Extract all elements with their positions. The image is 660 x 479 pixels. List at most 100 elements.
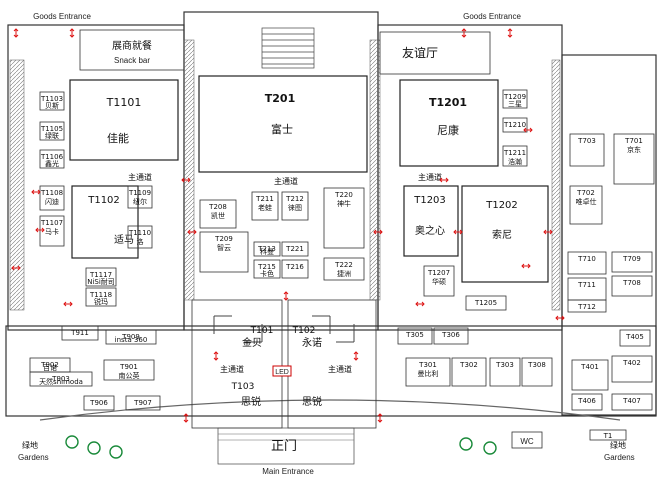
booth-t907[interactable]: T907 bbox=[125, 395, 161, 411]
booth-t712[interactable]: T712 bbox=[567, 299, 607, 313]
hall-code: T102 bbox=[292, 326, 316, 336]
booth-t305[interactable]: T305 bbox=[397, 327, 433, 345]
flow-arrow-icon bbox=[507, 28, 513, 38]
booth-name: 三星 bbox=[508, 100, 522, 108]
garden-left: 绿地 Gardens bbox=[18, 435, 123, 462]
flow-arrow-icon bbox=[523, 127, 533, 133]
flow-arrow-icon bbox=[183, 413, 189, 423]
booth-outline bbox=[589, 429, 627, 441]
booth-code: T1106 bbox=[40, 153, 64, 161]
booth-t708[interactable]: T708 bbox=[611, 275, 653, 297]
aisles: 主通道 主通道 主通道 主通道 主通道 bbox=[128, 172, 442, 374]
booth-outline bbox=[611, 251, 653, 273]
booth-t401[interactable]: T401 bbox=[571, 359, 609, 391]
hall-t1202[interactable] bbox=[461, 185, 549, 283]
booth-name: 天然shimoda bbox=[39, 377, 83, 386]
booth-t710[interactable]: T710 bbox=[567, 251, 607, 275]
booth-code: T208 bbox=[208, 203, 227, 211]
flow-arrow-icon bbox=[555, 315, 565, 321]
booth-name: 锐玛 bbox=[94, 297, 108, 306]
flow-arrow-icon bbox=[461, 28, 467, 38]
hall-t1201[interactable] bbox=[399, 79, 499, 167]
booth-outline bbox=[571, 393, 603, 411]
friendship-hall: 友谊厅 bbox=[402, 45, 438, 60]
booth-t306[interactable]: T306 bbox=[433, 327, 469, 345]
main-entrance-cn: 正门 bbox=[271, 439, 297, 454]
hall-name: 金贝 bbox=[242, 336, 262, 349]
hall-name: 索尼 bbox=[492, 228, 512, 241]
booth-t216[interactable]: T216 bbox=[281, 259, 309, 279]
hall-t1101[interactable] bbox=[69, 79, 179, 161]
booth-outline bbox=[199, 231, 249, 273]
booth-code: T1107 bbox=[40, 219, 63, 227]
hall-t201[interactable] bbox=[198, 75, 368, 173]
aisle-label: 主通道 bbox=[328, 364, 352, 374]
booth-outline bbox=[489, 357, 521, 387]
booth-t308[interactable]: T308 bbox=[521, 357, 553, 387]
booth-code: T402 bbox=[622, 359, 641, 367]
booth-outline bbox=[423, 265, 455, 297]
booth-t1[interactable]: T1 bbox=[589, 429, 627, 441]
booth-code: T405 bbox=[625, 333, 644, 341]
flow-arrow-icon bbox=[353, 351, 359, 361]
booth-t703[interactable]: T703 bbox=[569, 133, 605, 167]
snack-bar-en: Snack bar bbox=[114, 56, 150, 65]
hall-code: T1101 bbox=[106, 96, 142, 109]
booth-t1210[interactable]: T1210 bbox=[502, 117, 528, 133]
booth-t405[interactable]: T405 bbox=[619, 329, 651, 347]
booth-t407[interactable]: T407 bbox=[611, 393, 653, 411]
booth-name: 唯卓仕 bbox=[576, 197, 597, 206]
booth-outline bbox=[611, 355, 653, 383]
booth-t303[interactable]: T303 bbox=[489, 357, 521, 387]
hall-t1203[interactable] bbox=[403, 185, 459, 257]
booth-code: T1110 bbox=[128, 229, 151, 237]
booth-t711[interactable]: T711 bbox=[567, 277, 607, 301]
booth-t1205[interactable]: T1205 bbox=[465, 295, 507, 311]
flow-arrow-icon bbox=[377, 413, 383, 423]
hall-t1102[interactable] bbox=[71, 185, 139, 259]
booth-t911[interactable]: T911 bbox=[61, 325, 99, 341]
booth-t406[interactable]: T406 bbox=[571, 393, 603, 411]
booth-name: 贝斯 bbox=[45, 101, 59, 110]
booth-t906[interactable]: T906 bbox=[83, 395, 115, 411]
booth-t302[interactable]: T302 bbox=[451, 357, 487, 387]
booth-name: 科曼 bbox=[260, 247, 274, 256]
booth-outline bbox=[502, 89, 528, 109]
booth-code: T1209 bbox=[503, 93, 526, 101]
booth-code: T906 bbox=[89, 399, 108, 407]
aisle-label: 主通道 bbox=[220, 364, 244, 374]
booth-t709[interactable]: T709 bbox=[611, 251, 653, 273]
booth-outline bbox=[61, 325, 99, 341]
booth-t402[interactable]: T402 bbox=[611, 355, 653, 383]
booth-t221[interactable]: T221 bbox=[281, 241, 309, 257]
booth-name: 智云 bbox=[217, 243, 231, 252]
booth-outline bbox=[105, 329, 157, 345]
